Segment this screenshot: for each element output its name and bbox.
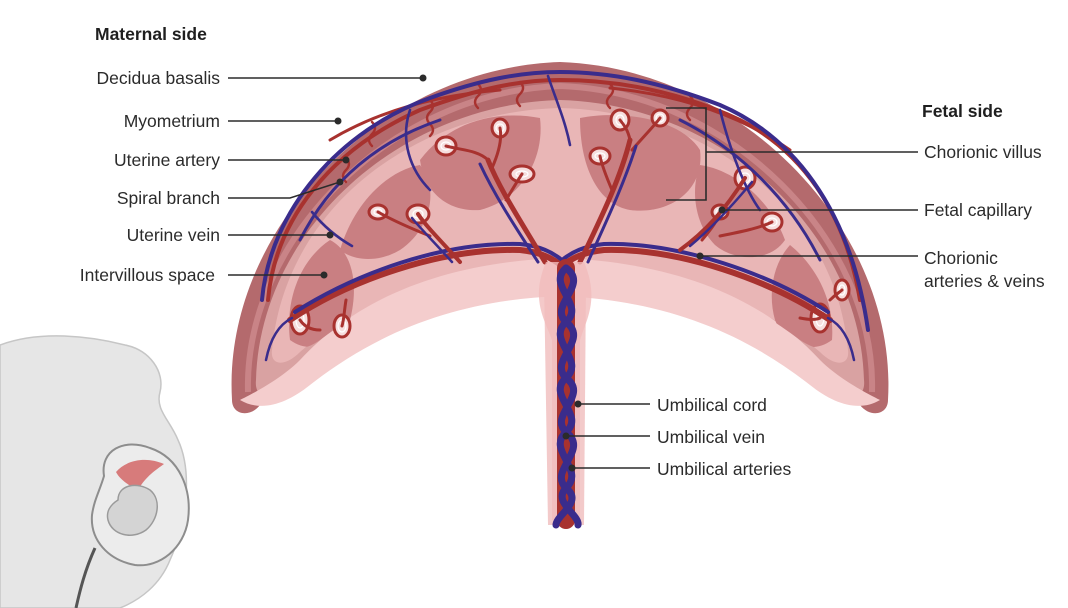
label-intervillous-space: Intervillous space bbox=[80, 265, 215, 285]
placenta-illustration bbox=[232, 62, 889, 525]
label-uterine-artery: Uterine artery bbox=[114, 150, 220, 170]
fetal-side-title: Fetal side bbox=[922, 101, 1003, 121]
umbilical-cord-illustration bbox=[539, 262, 592, 525]
label-umbilical-cord: Umbilical cord bbox=[657, 395, 767, 415]
label-uterine-vein: Uterine vein bbox=[127, 225, 220, 245]
label-umbilical-arteries: Umbilical arteries bbox=[657, 459, 791, 479]
label-myometrium: Myometrium bbox=[124, 111, 220, 131]
label-chorionic-vessels-line2: arteries & veins bbox=[924, 271, 1045, 291]
label-chorionic-vessels-line1: Chorionic bbox=[924, 248, 998, 268]
label-decidua-basalis: Decidua basalis bbox=[96, 68, 220, 88]
label-spiral-branch: Spiral branch bbox=[117, 188, 220, 208]
maternal-side-title: Maternal side bbox=[95, 24, 207, 44]
label-fetal-capillary: Fetal capillary bbox=[924, 200, 1032, 220]
label-chorionic-villus: Chorionic villus bbox=[924, 142, 1042, 162]
pregnant-body-inset bbox=[0, 336, 189, 608]
label-umbilical-vein: Umbilical vein bbox=[657, 427, 765, 447]
